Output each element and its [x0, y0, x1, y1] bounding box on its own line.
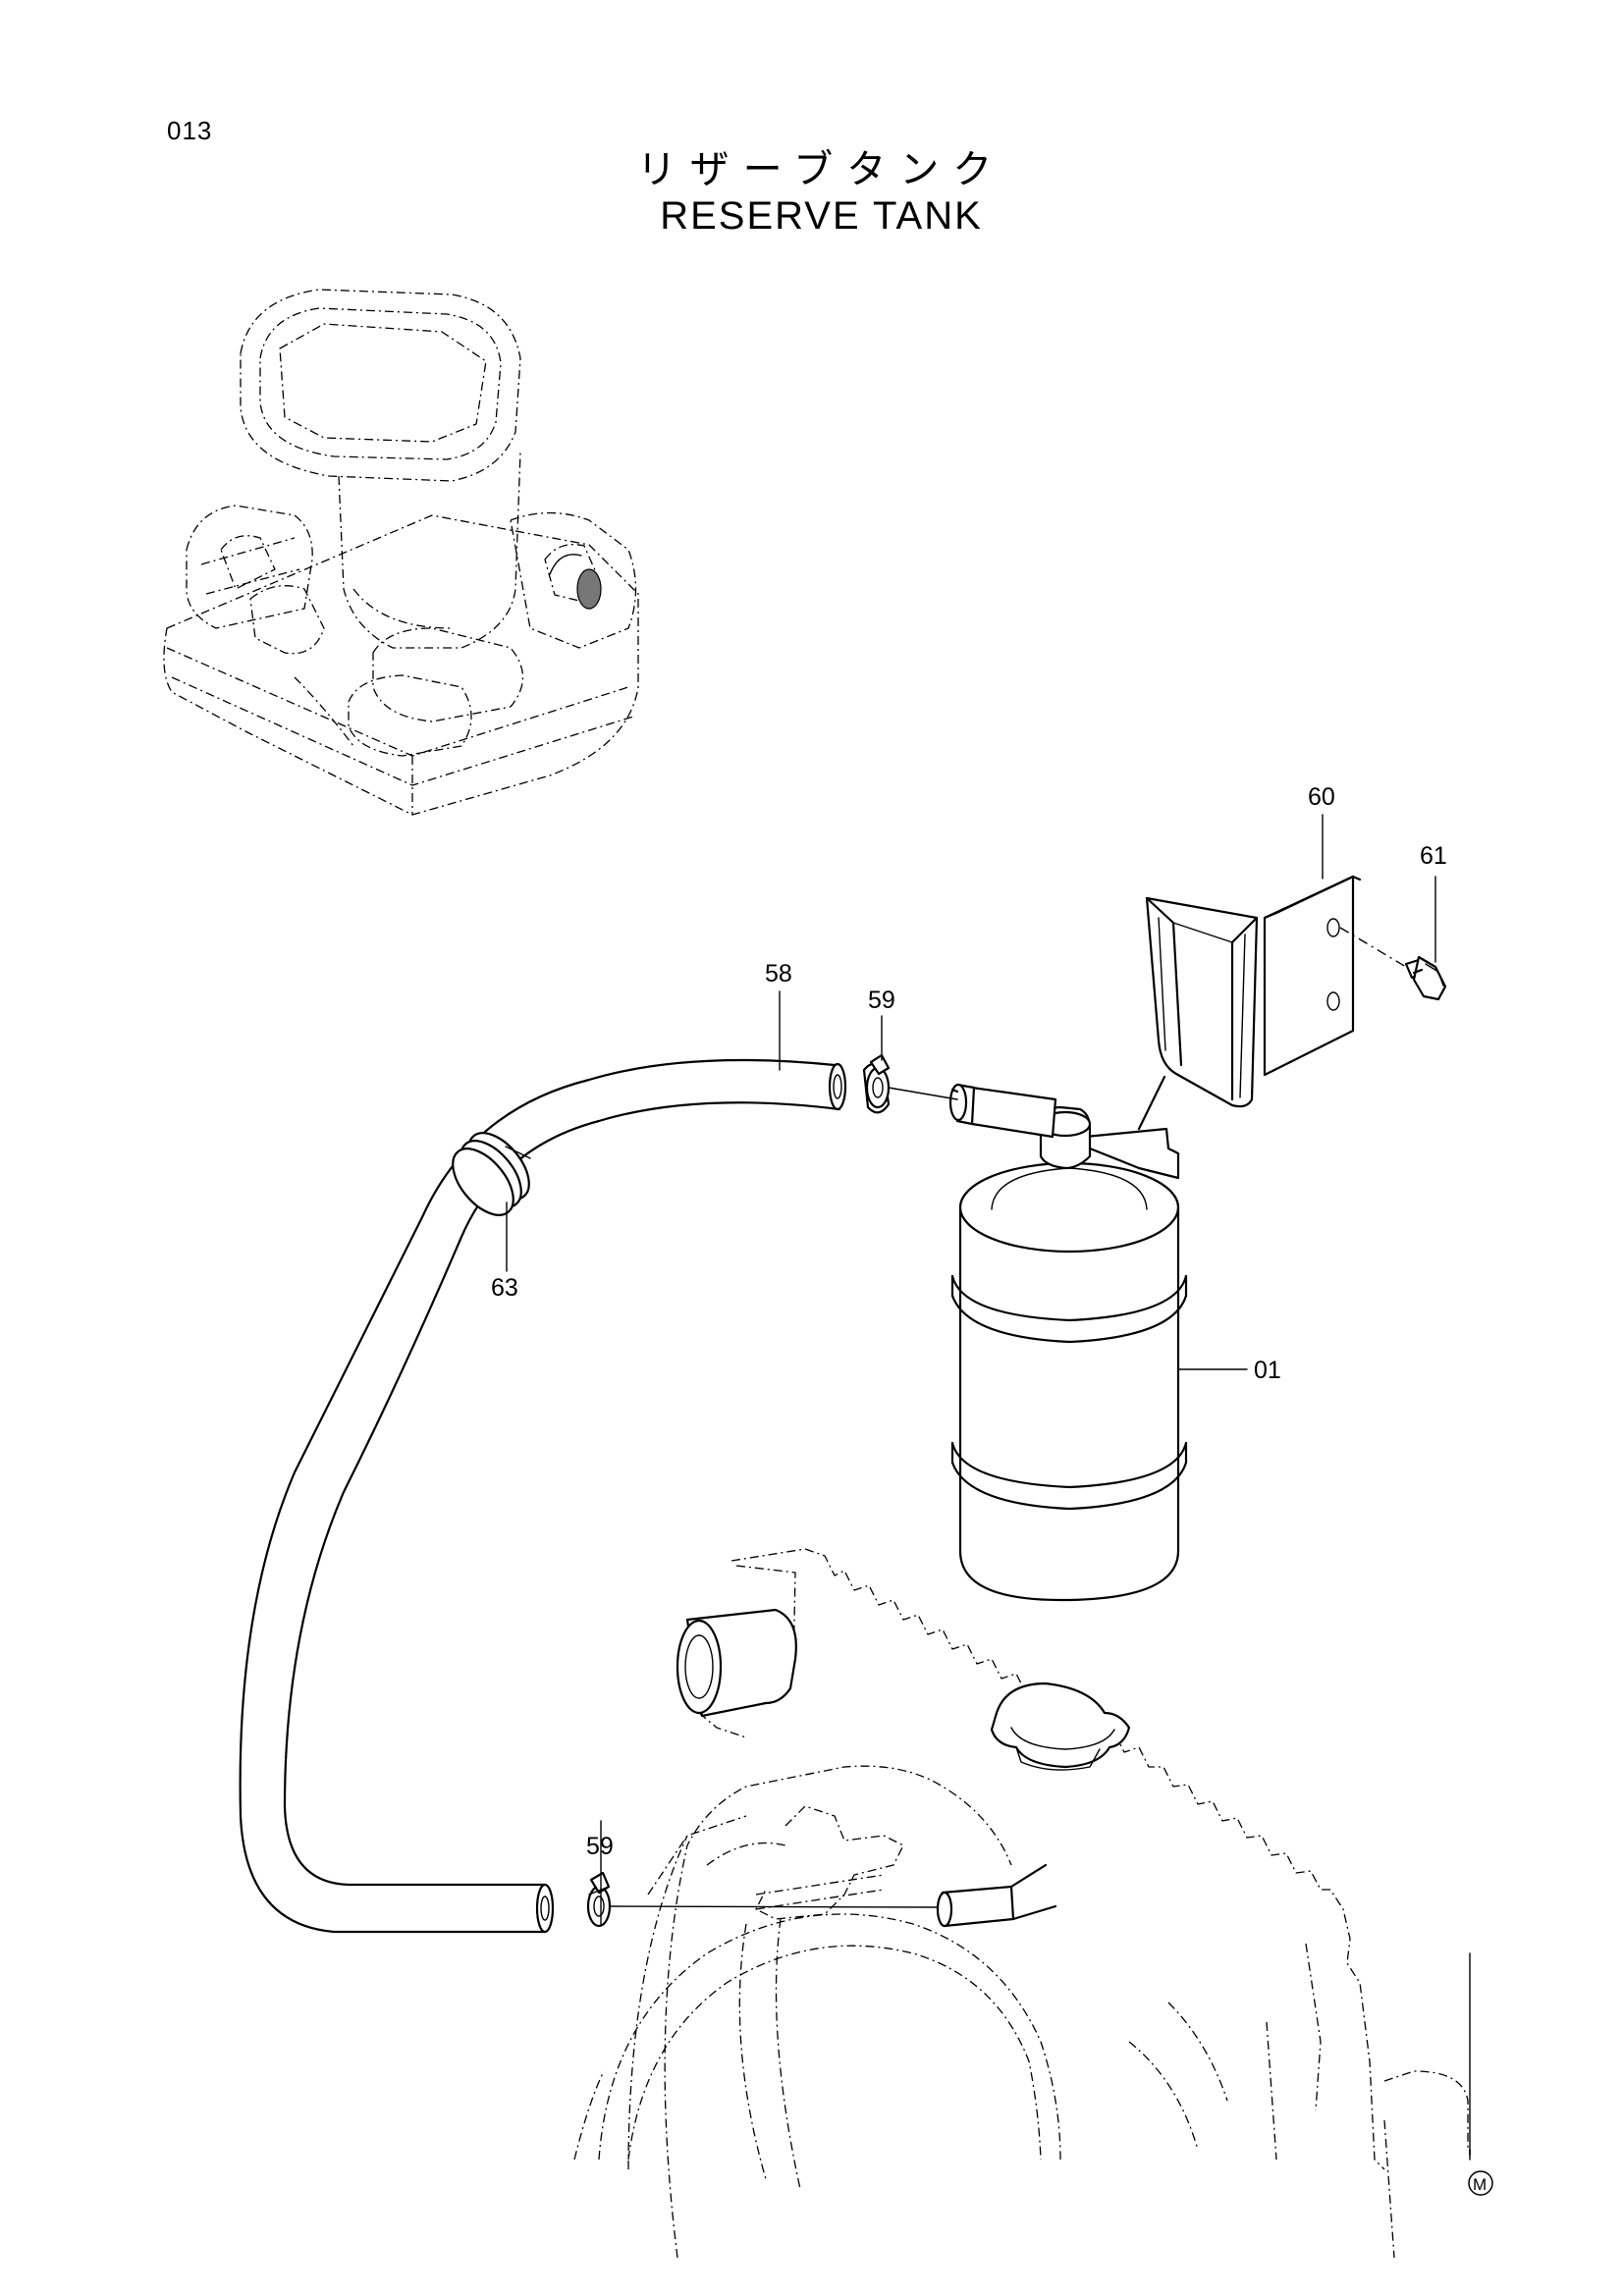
callout-clamp-upper-59: 59 [868, 987, 895, 1014]
callout-tank-01: 01 [1254, 1357, 1281, 1384]
title-japanese: リザーブタンク [636, 147, 1006, 192]
clamp-upper-part-59 [862, 1053, 958, 1114]
callout-clamp-lower-59: 59 [586, 1833, 614, 1860]
leader-lines [506, 814, 1471, 2161]
callout-bracket-60: 60 [1308, 783, 1335, 811]
clamp-lower-part-59 [586, 1871, 944, 1928]
callout-bolt-61: 61 [1420, 842, 1447, 870]
bolt-part-61 [1339, 927, 1447, 1001]
page-number: 013 [167, 116, 213, 145]
reserve-tank-part-01 [948, 1083, 1188, 1602]
clip-part-63 [452, 1132, 531, 1216]
hose-part-58 [239, 1058, 847, 1934]
footer-mark-letter: M [1473, 2175, 1487, 2194]
machine-overview-illustration [163, 289, 639, 816]
footer-circled-mark: M [1468, 2170, 1493, 2196]
callout-hose-58: 58 [765, 960, 792, 988]
callout-clip-63: 63 [491, 1274, 518, 1302]
title-english: RESERVE TANK [660, 194, 983, 238]
radiator-phantom-illustration [573, 1548, 1471, 2259]
bracket-part-60 [1137, 875, 1362, 1131]
